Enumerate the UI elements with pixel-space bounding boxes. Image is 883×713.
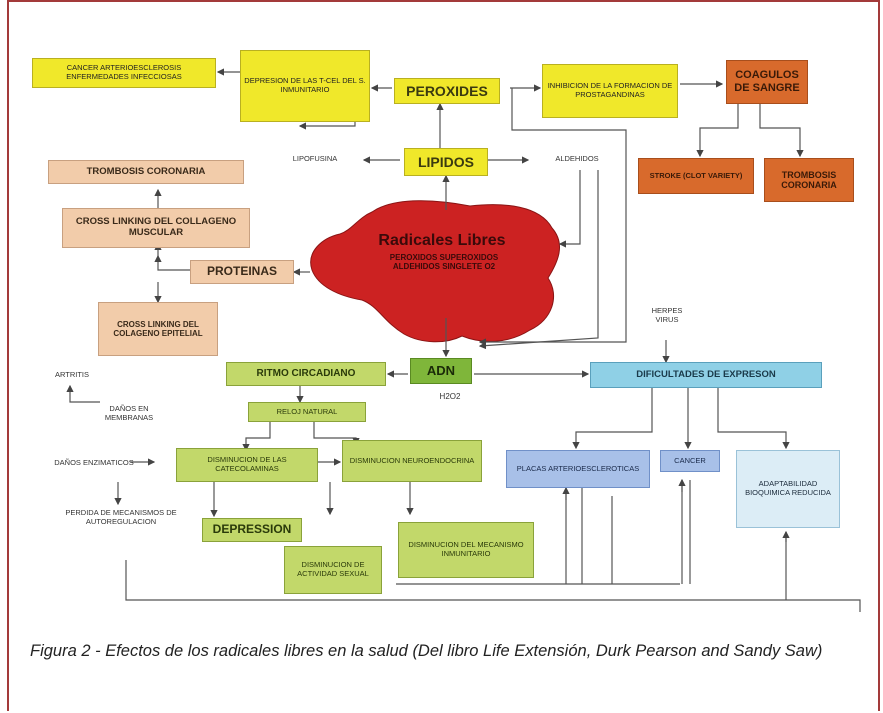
node-adn: ADN bbox=[410, 358, 472, 384]
figure-frame bbox=[7, 0, 880, 711]
node-stroke: STROKE (CLOT VARIETY) bbox=[638, 158, 754, 194]
label-h2o2: H2O2 bbox=[439, 392, 461, 401]
node-depression: DEPRESSION bbox=[202, 518, 302, 542]
node-catecolaminas: DISMINUCION DE LAS CATECOLAMINAS bbox=[176, 448, 318, 482]
label-perdida: PERDIDA DE MECANISMOS DE AUTOREGULACION bbox=[65, 508, 177, 526]
node-cancer-top: CANCER ARTERIOESCLEROSIS ENFERMEDADES IN… bbox=[32, 58, 216, 88]
node-placas: PLACAS ARTERIOESCLEROTICAS bbox=[506, 450, 650, 488]
node-inhibicion: INHIBICION DE LA FORMACION DE PROSTAGAND… bbox=[542, 64, 678, 118]
label-danos-membranas: DAÑOS EN MEMBRANAS bbox=[104, 404, 154, 422]
label-artritis: ARTRITIS bbox=[54, 370, 90, 379]
figure-caption: Figura 2 - Efectos de los radicales libr… bbox=[30, 642, 823, 660]
node-trombosis-right: TROMBOSIS CORONARIA bbox=[764, 158, 854, 202]
node-mecanismo-inmunitario: DISMINUCION DEL MECANISMO INMUNITARIO bbox=[398, 522, 534, 578]
node-proteinas: PROTEINAS bbox=[190, 260, 294, 284]
node-trombosis-left: TROMBOSIS CORONARIA bbox=[48, 160, 244, 184]
node-dificultades: DIFICULTADES DE EXPRESON bbox=[590, 362, 822, 388]
node-peroxides: PEROXIDES bbox=[394, 78, 500, 104]
node-adaptabilidad: ADAPTABILIDAD BIOQUIMICA REDUCIDA bbox=[736, 450, 840, 528]
node-reloj: RELOJ NATURAL bbox=[248, 402, 366, 422]
label-herpes: HERPES VIRUS bbox=[651, 306, 683, 324]
node-coagulos: COAGULOS DE SANGRE bbox=[726, 60, 808, 104]
node-neuroendocrina: DISMINUCION NEUROENDOCRINA bbox=[342, 440, 482, 482]
label-danos-enzimaticos: DAÑOS ENZIMATICOS bbox=[54, 458, 134, 467]
radicales-libres-sub: PEROXIDOS SUPEROXIDOS ALDEHIDOS SINGLETE… bbox=[389, 253, 499, 271]
node-cross-epitelial: CROSS LINKING DEL COLAGENO EPITELIAL bbox=[98, 302, 218, 356]
label-lipofusina: LIPOFUSINA bbox=[292, 154, 338, 163]
node-lipidos: LIPIDOS bbox=[404, 148, 488, 176]
node-depresion-t: DEPRESION DE LAS T-CEL DEL S. INMUNITARI… bbox=[240, 50, 370, 122]
node-actividad-sexual: DISMINUCION DE ACTIVIDAD SEXUAL bbox=[284, 546, 382, 594]
node-cancer-bottom: CANCER bbox=[660, 450, 720, 472]
node-ritmo-circadiano: RITMO CIRCADIANO bbox=[226, 362, 386, 386]
label-aldehidos: ALDEHIDOS bbox=[555, 154, 599, 163]
radicales-libres-title: Radicales Libres bbox=[378, 232, 506, 249]
node-cross-muscular: CROSS LINKING DEL COLLAGENO MUSCULAR bbox=[62, 208, 250, 248]
